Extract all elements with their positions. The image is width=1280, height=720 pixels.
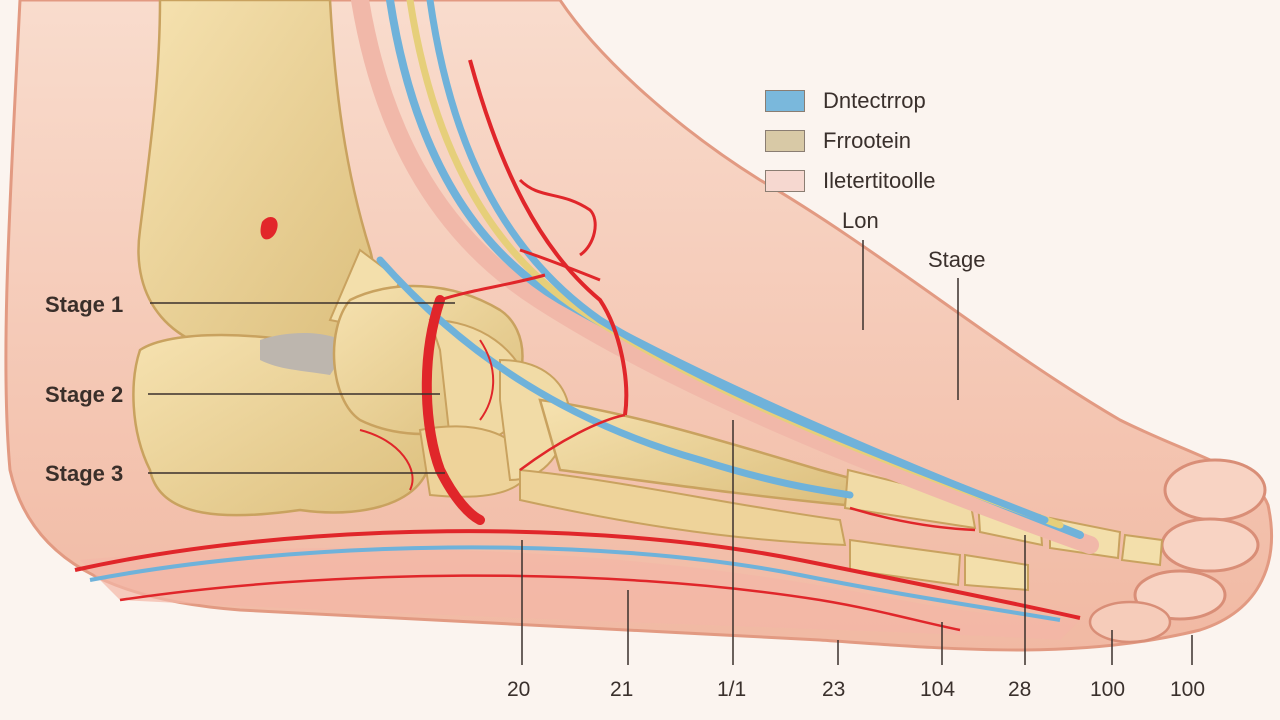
bottom-tick-label: 23 <box>822 678 846 701</box>
artery-red-branch-2 <box>439 273 546 302</box>
callout-lon: Lon <box>842 208 879 233</box>
bottom-tick-label: 1/1 <box>717 678 747 701</box>
bottom-tick-label: 28 <box>1008 678 1032 701</box>
phalanx-6 <box>964 553 1029 592</box>
toe-big <box>1163 458 1267 522</box>
bone-lesion <box>260 217 278 240</box>
artery-red-toe <box>849 506 976 532</box>
vessel-blue-mid <box>426 0 1049 524</box>
legend-item: Dntectrrop <box>765 88 926 114</box>
fracture-line <box>359 429 414 491</box>
legend-item: Iletertitoolle <box>765 168 936 194</box>
tan-swatch-icon <box>765 130 805 152</box>
toe-2 <box>1160 517 1260 573</box>
callout-stage: Stage <box>928 247 986 272</box>
legend-item: Frrootein <box>765 128 911 154</box>
artery-red-branch-3 <box>519 248 601 282</box>
plantar-vein <box>89 545 1061 622</box>
stage-2-label: Stage 2 <box>45 382 124 407</box>
tendon-pink <box>351 0 1099 554</box>
legend-label: Frrootein <box>823 128 912 153</box>
plantar-artery <box>74 529 1081 620</box>
artery-red-branch-1 <box>518 178 597 257</box>
bottom-tick-label: 104 <box>920 678 956 701</box>
artery-red-cross <box>519 413 626 472</box>
stage-3-label: Stage 3 <box>45 461 124 486</box>
blue-swatch-icon <box>765 90 805 112</box>
bottom-tick-label: 20 <box>507 678 531 701</box>
bottom-tick-label: 100 <box>1090 678 1126 701</box>
sole-tissue <box>80 548 1080 640</box>
bottom-tick-label: 100 <box>1170 678 1206 701</box>
legend-label: Iletertitoolle <box>823 168 936 193</box>
toe-4 <box>1088 600 1172 644</box>
artery-red-main <box>468 59 629 416</box>
plantar-artery-2 <box>119 574 961 632</box>
bottom-tick-label: 21 <box>610 678 634 701</box>
fracture-line-2 <box>479 339 495 421</box>
stage-1-label: Stage 1 <box>45 292 124 317</box>
artery-red-fracture <box>421 295 485 525</box>
legend-label: Dntectrrop <box>823 88 926 113</box>
metatarsal-2 <box>519 468 847 547</box>
pink-swatch-icon <box>765 170 805 192</box>
vessel-blue-lower <box>376 256 854 499</box>
joint-space <box>260 333 350 375</box>
phalanx-4 <box>1120 533 1164 567</box>
